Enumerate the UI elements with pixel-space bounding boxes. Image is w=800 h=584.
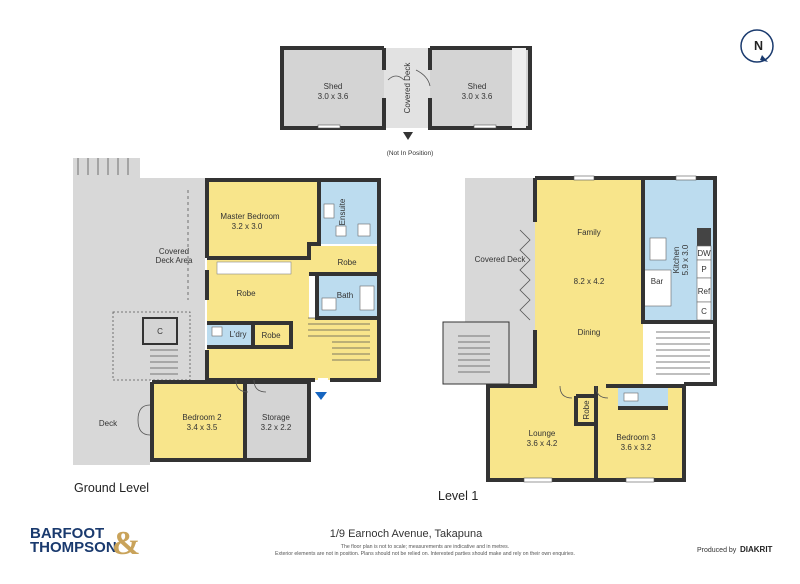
kitchen-dims: 5.9 x 3.0 <box>681 244 690 275</box>
disclaimer-line1: The floor plan is not to scale; measurem… <box>341 544 509 550</box>
covered-deck-area-line2: Deck Area <box>156 256 193 265</box>
bedroom2-room <box>152 382 245 460</box>
sheds-group: Shed 3.0 x 3.6 Covered Deck Shed 3.0 x 3… <box>280 46 532 157</box>
covered-deck-area-line1: Covered <box>159 247 189 256</box>
dw-label: DW <box>697 249 711 258</box>
bar-label: Bar <box>651 277 664 286</box>
storage-dims: 3.2 x 2.2 <box>261 423 292 432</box>
robe-hall-label: Robe <box>236 289 256 298</box>
lounge-dims: 3.6 x 4.2 <box>527 439 558 448</box>
family-label: Family <box>577 228 601 237</box>
master-bedroom-room <box>207 180 319 258</box>
level1-covered-deck: Covered Deck <box>475 255 527 264</box>
ground-level-title: Ground Level <box>74 481 149 495</box>
brand-amp: & <box>112 525 140 562</box>
compass-label: N <box>754 39 763 53</box>
brand-line2: THOMPSON <box>30 539 117 556</box>
master-bedroom-name: Master Bedroom <box>220 212 279 221</box>
level1-robe: Robe <box>582 400 591 420</box>
robe-master-room <box>309 246 379 274</box>
p-label: P <box>701 265 706 274</box>
storage-name: Storage <box>262 413 291 422</box>
kitchen-name: Kitchen <box>672 247 681 274</box>
ground-level: C <box>73 158 381 495</box>
produced-by: Produced by <box>697 547 737 554</box>
bedroom2-name: Bedroom 2 <box>182 413 222 422</box>
bedroom3-name: Bedroom 3 <box>616 433 656 442</box>
ensuite-label: Ensuite <box>338 198 347 225</box>
compass: N <box>740 29 774 63</box>
entry-arrow-icon <box>315 392 327 400</box>
family-dining-room <box>535 178 643 386</box>
sheds-note: (Not In Position) <box>387 150 434 157</box>
lounge-name: Lounge <box>529 429 556 438</box>
robe-master-label: Robe <box>337 258 357 267</box>
master-bedroom-dims: 3.2 x 3.0 <box>232 222 263 231</box>
arrow-icon <box>760 55 768 62</box>
bedroom3-dims: 3.6 x 3.2 <box>621 443 652 452</box>
storage-room <box>247 382 309 460</box>
disclaimer-line2: Exterior elements are not in position. P… <box>275 551 575 557</box>
c-label: C <box>701 307 707 316</box>
robe-small-room <box>255 323 291 347</box>
brand-logo: BARFOOT THOMPSON & <box>30 525 140 562</box>
shed-left-name: Shed <box>324 82 343 91</box>
level-1: Covered Deck Family 8.2 x 4.2 Dining Bar… <box>438 175 717 503</box>
robe-small-label: Robe <box>261 331 281 340</box>
dining-label: Dining <box>578 328 601 337</box>
ground-cupboard: C <box>157 327 163 336</box>
shed-left-dims: 3.0 x 3.6 <box>318 92 349 101</box>
footer: 1/9 Earnoch Avenue, Takapuna The floor p… <box>30 525 773 562</box>
laundry-label: L'dry <box>229 330 246 339</box>
brand-line1: BARFOOT <box>30 525 104 542</box>
sheds-covered-deck: Covered Deck <box>403 62 412 114</box>
deck-label: Deck <box>99 419 118 428</box>
ref-label: Ref <box>698 287 711 296</box>
family-dims: 8.2 x 4.2 <box>574 277 605 286</box>
shed-right-dims: 3.0 x 3.6 <box>462 92 493 101</box>
producer: DIAKRIT <box>740 545 773 554</box>
address: 1/9 Earnoch Avenue, Takapuna <box>330 528 483 540</box>
shed-right-name: Shed <box>468 82 487 91</box>
level1-title: Level 1 <box>438 489 478 503</box>
bath-label: Bath <box>337 291 353 300</box>
bedroom2-dims: 3.4 x 3.5 <box>187 423 218 432</box>
